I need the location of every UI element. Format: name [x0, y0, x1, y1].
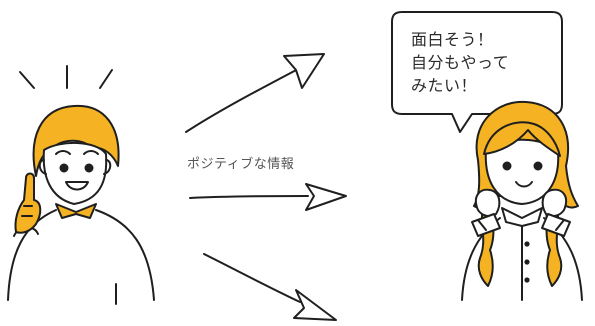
- man-pointing-up-icon: [7, 65, 155, 305]
- excited-woman-icon: [461, 100, 583, 301]
- arrow-icon: [185, 53, 347, 321]
- speech-line: みたい！: [411, 76, 478, 95]
- speech-line: 面白そう！: [411, 30, 494, 49]
- speech-line: 自分もやって: [411, 53, 510, 72]
- speech-bubble-text: 面白そう！ 自分もやって みたい！: [411, 28, 551, 97]
- arrow-label: ポジティブな情報: [187, 157, 295, 172]
